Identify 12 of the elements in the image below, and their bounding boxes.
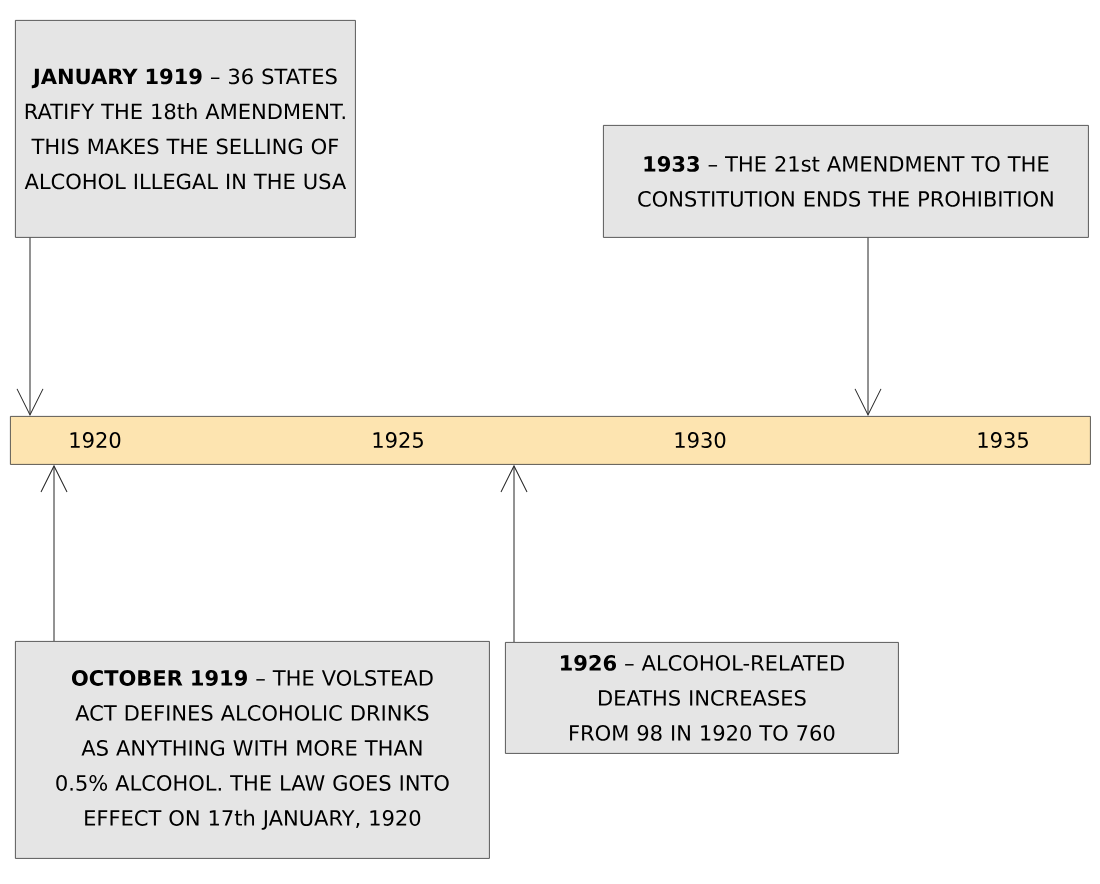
arrow: [500, 465, 528, 643]
year-label: 1935: [978, 432, 1028, 448]
year-label: 1930: [675, 432, 726, 448]
arrow: [16, 237, 44, 416]
event-box: OCTOBER 1919 – THE VOLSTEAD ACT DEFINES ALCOHOLIC DRINKS AS ANYTHING WITH MORE THAN 0.5% ALCOHOL. THE LAW GOES INTO EFFECT ON 17th JANUARY, 1920: [15, 641, 490, 859]
arrow: [40, 465, 68, 642]
year-label: 1925: [373, 432, 423, 448]
year-label: 1920: [70, 432, 121, 448]
arrow: [854, 237, 882, 416]
event-box: 1926 – ALCOHOL-RELATED DEATHS INCREASES FROM 98 IN 1920 TO 760: [505, 642, 899, 754]
event-box: 1933 – THE 21st AMENDMENT TO THE CONSTITUTION ENDS THE PROHIBITION: [603, 125, 1089, 238]
event-box: JANUARY 1919 – 36 STATES RATIFY THE 18th AMENDMENT. THIS MAKES THE SELLING OF ALCOHOL ILLEGAL IN THE USA: [15, 20, 356, 238]
